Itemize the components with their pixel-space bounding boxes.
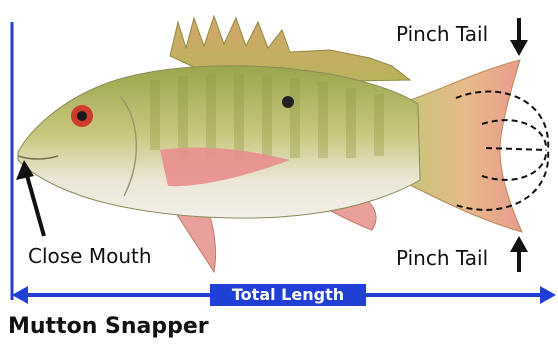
species-title: Mutton Snapper: [8, 314, 209, 339]
total-length-label: Total Length: [210, 284, 366, 306]
tail-fin: [410, 60, 522, 232]
pinch-tail-arrow-top: [510, 18, 528, 56]
fish-body: [18, 66, 420, 218]
pinch-tail-label-top: Pinch Tail: [396, 24, 488, 44]
close-mouth-label: Close Mouth: [28, 246, 152, 266]
pinch-tail-label-bottom: Pinch Tail: [396, 248, 488, 268]
lateral-spot: [282, 96, 294, 108]
pinch-tail-arrow-bottom: [510, 236, 528, 272]
